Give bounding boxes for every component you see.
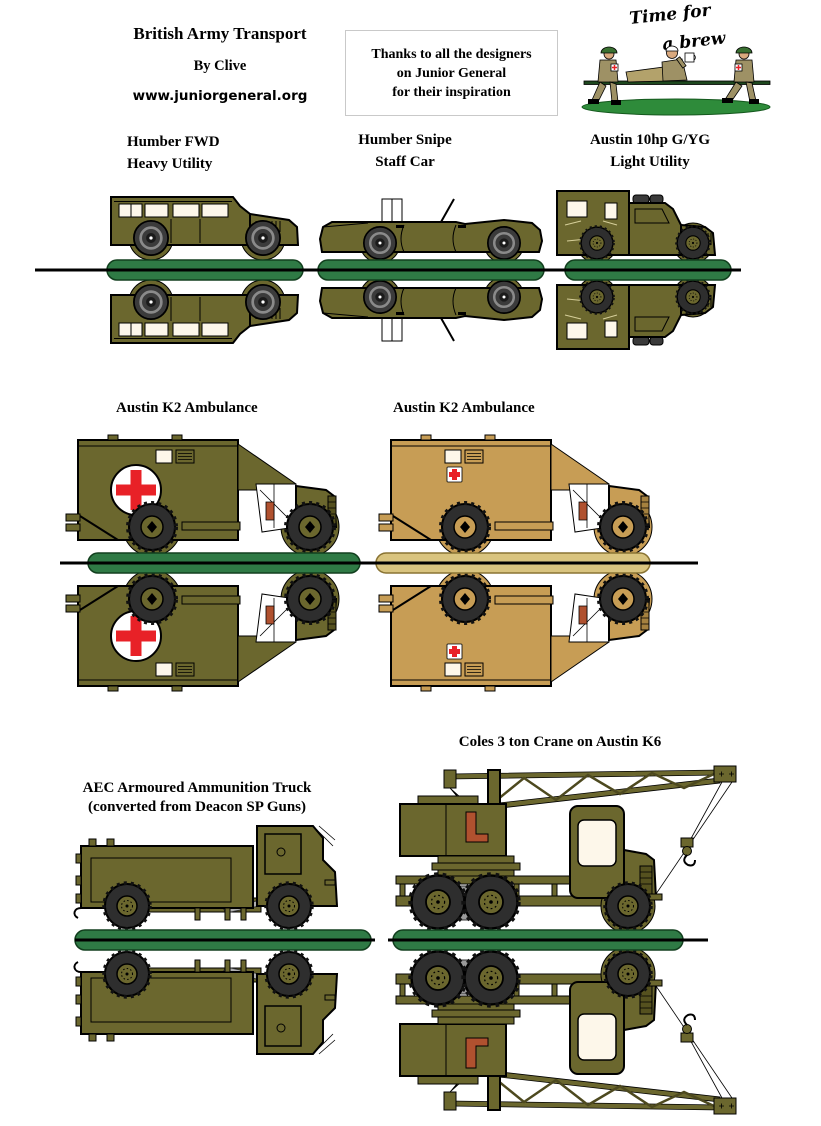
helmet-icon xyxy=(735,46,753,54)
label-line: Humber FWD xyxy=(127,134,220,150)
red-cross-armband-icon xyxy=(612,65,617,70)
vehicle-label-coles-crane: Coles 3 ton Crane on Austin K6 xyxy=(400,731,720,753)
red-cross-icon xyxy=(449,469,460,480)
vehicle-label-austin-k2-olive: Austin K2 Ambulance xyxy=(116,397,258,419)
vehicle-graphic-austin-k2-desert xyxy=(368,434,698,696)
vehicle-label-humber-fwd: Humber FWD Heavy Utility xyxy=(127,131,287,175)
stretcher-party-graphic: Time for a brew xyxy=(581,0,771,116)
red-cross-icon xyxy=(116,470,156,510)
mug-icon xyxy=(684,52,695,63)
thanks-line: Thanks to all the designers xyxy=(371,46,532,62)
byline: By Clive xyxy=(193,58,247,74)
label-line: Staff Car xyxy=(375,154,435,170)
label-line: Austin K2 Ambulance xyxy=(116,400,258,416)
operator-seat xyxy=(465,811,489,843)
vehicle-label-humber-snipe: Humber Snipe Staff Car xyxy=(330,129,480,173)
vehicle-label-austin-k2-desert: Austin K2 Ambulance xyxy=(393,397,535,419)
wounded-soldier xyxy=(661,45,696,82)
vehicle-graphic-austin-10hp xyxy=(553,190,741,365)
vehicle-label-aec-truck: AEC Armoured Ammunition Truck (converted… xyxy=(62,779,332,817)
stretcher-bearer xyxy=(588,46,621,105)
label-line: Austin K2 Ambulance xyxy=(393,400,535,416)
label-line: Austin 10hp G/YG xyxy=(589,132,711,148)
vehicle-graphic-aec-truck xyxy=(73,825,375,1090)
pulley-block xyxy=(680,837,694,848)
stretcher xyxy=(583,80,771,85)
patient-legs xyxy=(625,66,668,83)
label-line: AEC Armoured Ammunition Truck xyxy=(82,780,312,796)
label-line: Heavy Utility xyxy=(127,156,213,172)
tow-hook-icon xyxy=(73,907,82,919)
thanks-line: for their inspiration xyxy=(392,84,511,100)
vehicle-graphic-coles-crane xyxy=(388,765,821,1126)
head-bandage-icon xyxy=(665,45,679,52)
website-url: www.juniorgeneral.org xyxy=(132,88,308,104)
figure-base xyxy=(581,98,771,116)
label-line: Coles 3 ton Crane on Austin K6 xyxy=(458,734,662,750)
red-cross-armband-icon xyxy=(736,65,741,70)
thanks-note: Thanks to all the designers on Junior Ge… xyxy=(345,30,558,116)
label-line: (converted from Deacon SP Guns) xyxy=(87,799,307,815)
seat xyxy=(265,501,275,521)
vehicle-graphic-humber-fwd xyxy=(35,196,333,360)
crane-hook-icon xyxy=(683,854,696,867)
helmet-icon xyxy=(600,46,618,54)
brew-caption-line1: Time for xyxy=(628,0,712,29)
page-title: British Army Transport xyxy=(133,24,307,43)
title-block: British Army Transport By Clive www.juni… xyxy=(60,24,380,104)
vehicle-label-austin-10hp: Austin 10hp G/YG Light Utility xyxy=(565,129,735,173)
vehicle-graphic-humber-snipe xyxy=(308,198,558,360)
seat xyxy=(578,501,588,521)
vehicle-graphic-austin-k2-olive xyxy=(60,434,380,696)
thanks-line: on Junior General xyxy=(396,65,507,81)
label-line: Light Utility xyxy=(610,154,690,170)
label-line: Humber Snipe xyxy=(358,132,452,148)
stretcher-bearer xyxy=(722,46,759,104)
